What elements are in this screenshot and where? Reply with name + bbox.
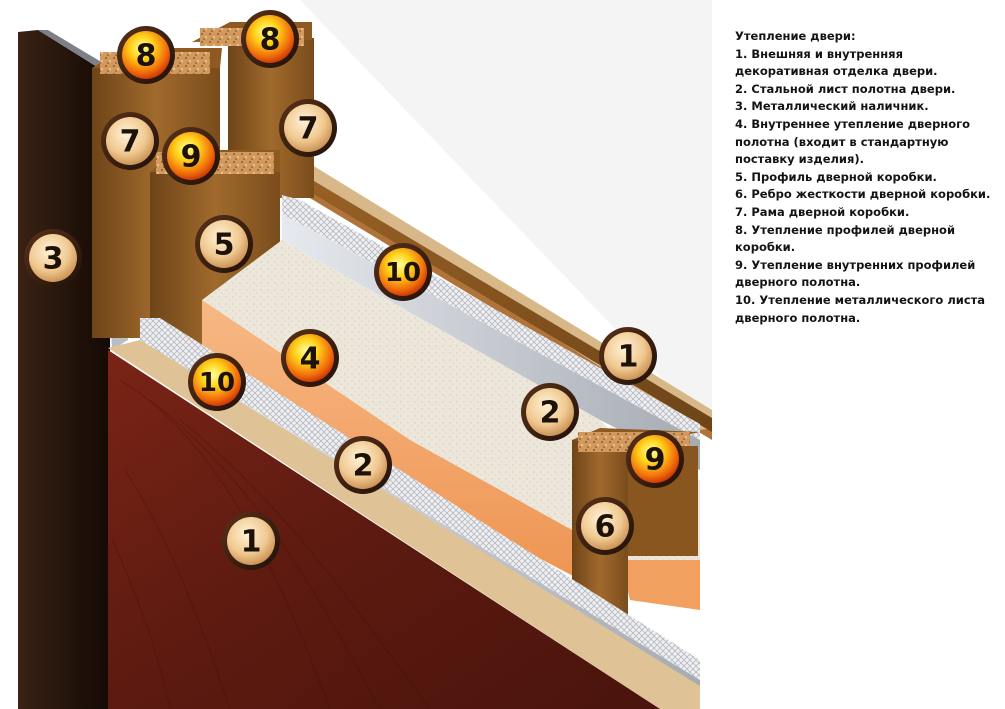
- legend-title: Утепление двери:: [735, 29, 856, 43]
- legend-item: 9. Утепление внутренних профилей дверног…: [735, 257, 976, 290]
- callout-badge-7: 7: [101, 112, 159, 170]
- callout-number: 1: [241, 525, 262, 560]
- metal-trim-edge: [38, 30, 118, 75]
- legend-item: 6. Ребро жесткости дверной коробки.: [735, 187, 991, 202]
- callout-badge-3: 3: [24, 229, 82, 287]
- callout-disc: [526, 388, 574, 436]
- callout-disc: [379, 248, 427, 296]
- callout-badge-4: 4: [281, 329, 339, 387]
- callout-number: 10: [385, 258, 421, 288]
- background-wall: [300, 0, 712, 430]
- legend-item: 3. Металлический наличник.: [735, 99, 929, 114]
- legend-item: 5. Профиль дверной коробки.: [735, 169, 937, 184]
- callout-number: 10: [199, 368, 235, 398]
- callout-number: 5: [214, 228, 235, 263]
- veneer-grain: [111, 379, 431, 709]
- callout-disc: [604, 332, 652, 380]
- callout-number: 9: [181, 140, 202, 175]
- callout-disc: [29, 234, 77, 282]
- callout-badge-10: 10: [374, 243, 432, 301]
- legend-item: 4. Внутреннее утепление дверного полотна…: [735, 116, 971, 167]
- legend-item: 7. Рама дверной коробки.: [735, 204, 910, 219]
- callout-disc: [122, 31, 170, 79]
- callout-number: 9: [645, 443, 666, 478]
- callout-disc: [286, 334, 334, 382]
- callout-disc: [200, 220, 248, 268]
- callout-badge-8: 8: [241, 10, 299, 68]
- callout-badge-7: 7: [279, 99, 337, 157]
- callout-number: 8: [136, 39, 157, 74]
- foam-lower-strip: [620, 560, 700, 610]
- callout-number: 1: [618, 340, 639, 375]
- callout-disc: [193, 358, 241, 406]
- callout-number: 2: [540, 396, 561, 431]
- callout-badge-2: 2: [334, 436, 392, 494]
- callout-number: 7: [298, 112, 319, 147]
- callout-number: 7: [120, 125, 141, 160]
- callout-disc: [339, 441, 387, 489]
- callout-disc: [227, 517, 275, 565]
- metal-trim-platband: [18, 30, 110, 709]
- mesh-insulation-lower: [140, 318, 700, 680]
- callout-badge-2: 2: [521, 383, 579, 441]
- legend-item: 8. Утепление профилей дверной коробки.: [735, 222, 956, 255]
- callout-disc: [167, 132, 215, 180]
- top-wood-band: [262, 150, 712, 432]
- callout-disc: [581, 502, 629, 550]
- callout-number: 6: [595, 510, 616, 545]
- callout-badge-9: 9: [626, 430, 684, 488]
- legend-item: 1. Внешняя и внутренняя декоративная отд…: [735, 46, 938, 79]
- callout-badge-1: 1: [599, 327, 657, 385]
- callout-badge-5: 5: [195, 215, 253, 273]
- callout-disc: [106, 117, 154, 165]
- front-veneer-panel: [108, 350, 660, 709]
- callout-badge-6: 6: [576, 497, 634, 555]
- callout-number: 4: [300, 342, 321, 377]
- callout-number: 2: [353, 449, 374, 484]
- front-finish-edge: [108, 340, 700, 709]
- callout-number: 8: [260, 23, 281, 58]
- callout-badge-8: 8: [117, 26, 175, 84]
- legend-item: 10. Утепление металлического листа дверн…: [735, 292, 986, 325]
- legend: Утепление двери: 1. Внешняя и внутренняя…: [735, 28, 997, 327]
- callout-disc: [284, 104, 332, 152]
- callout-disc: [246, 15, 294, 63]
- callout-number: 3: [43, 242, 64, 277]
- door-insulation-diagram: 1 1 2 2 3 4 5 6 7 7 8 8 9 9 10 10: [18, 0, 712, 709]
- legend-item: 2. Стальной лист полотна двери.: [735, 81, 956, 96]
- callout-badge-1: 1: [222, 512, 280, 570]
- callout-disc: [631, 435, 679, 483]
- callout-badge-9: 9: [162, 127, 220, 185]
- callout-badge-10: 10: [188, 353, 246, 411]
- callout-layer: 1 1 2 2 3 4 5 6 7 7 8 8 9 9 10 10: [24, 10, 684, 570]
- legend-items: 1. Внешняя и внутренняя декоративная отд…: [735, 46, 997, 328]
